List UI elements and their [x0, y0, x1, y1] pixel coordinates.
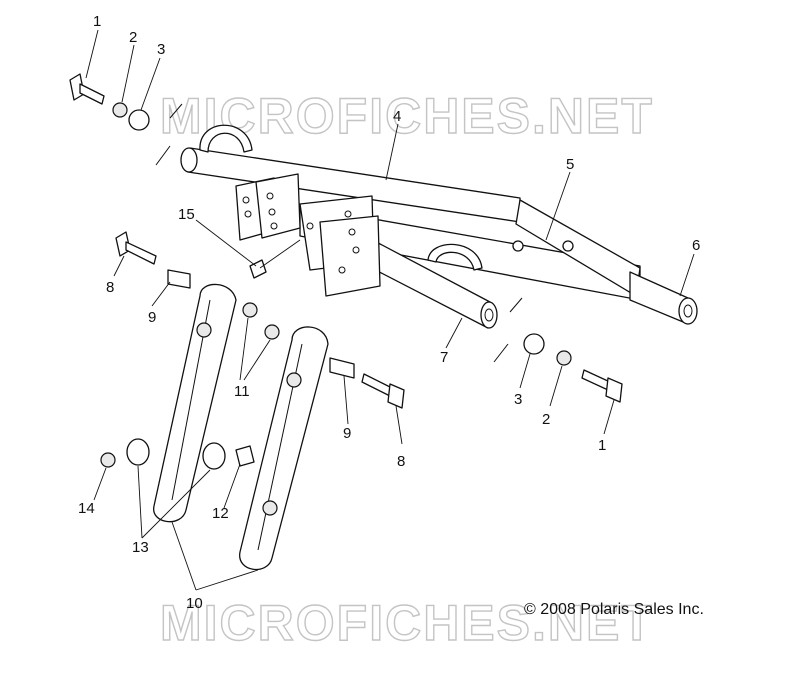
- washer-top-left: [128, 109, 150, 131]
- bolt-left: [115, 231, 157, 265]
- nut-arm-right: [286, 372, 302, 388]
- callout-10: 10: [186, 595, 203, 612]
- bolt-top-left: [69, 73, 105, 105]
- bushing-right: [329, 357, 355, 379]
- link-arm-right: [239, 326, 329, 571]
- nut-upper-right: [264, 324, 280, 340]
- callout-11: 11: [234, 383, 250, 400]
- watermark-bottom: MICROFICHES.NET: [160, 595, 654, 651]
- callout-7: 7: [440, 349, 448, 366]
- callout-12: 12: [212, 505, 229, 522]
- callout-6: 6: [692, 237, 700, 254]
- washer-lower-left: [126, 438, 150, 466]
- callout-4: 4: [393, 108, 401, 125]
- callout-2-top: 2: [129, 29, 137, 46]
- callout-9-left: 9: [148, 309, 156, 326]
- nut-arm-left: [196, 322, 212, 338]
- bolt-center: [361, 373, 405, 409]
- callout-8-left: 8: [106, 279, 114, 296]
- nut-lower-left: [100, 452, 116, 468]
- callout-14: 14: [78, 500, 95, 517]
- washer-right: [523, 333, 545, 355]
- lock-washer-top-left: [112, 102, 128, 118]
- callout-1-top: 1: [93, 13, 101, 30]
- link-arm-left: [153, 283, 237, 523]
- callout-3-right: 3: [514, 391, 522, 408]
- pivot-frame: [180, 124, 698, 329]
- pin: [235, 445, 255, 467]
- callout-8-right: 8: [397, 453, 405, 470]
- lock-washer-right: [556, 350, 572, 366]
- nut-lower: [262, 500, 278, 516]
- callout-3-top: 3: [157, 41, 165, 58]
- nut-upper-left: [242, 302, 258, 318]
- leader-lines: [85, 29, 695, 591]
- callout-15: 15: [178, 206, 195, 223]
- callout-1-right: 1: [598, 437, 606, 454]
- washer-lower-right: [202, 442, 226, 470]
- copyright-notice: © 2008 Polaris Sales Inc.: [524, 601, 704, 618]
- bolt-right: [581, 369, 623, 403]
- callout-9-right: 9: [343, 425, 351, 442]
- callout-5: 5: [566, 156, 574, 173]
- callout-13: 13: [132, 539, 149, 556]
- bushing-left: [167, 269, 191, 289]
- callout-2-right: 2: [542, 411, 550, 428]
